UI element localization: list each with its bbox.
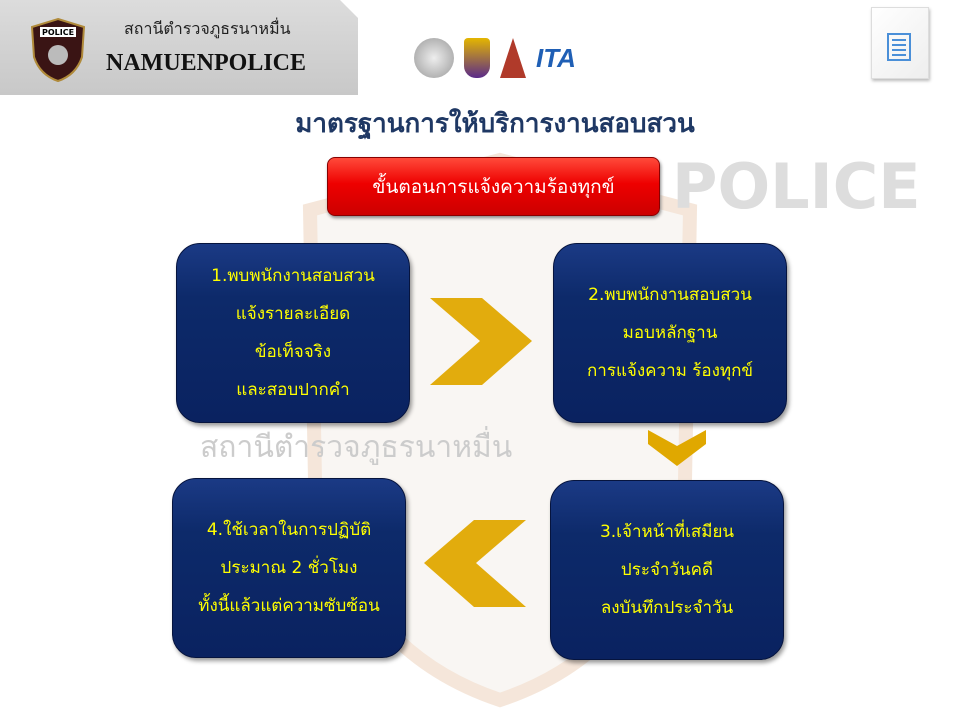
step-line: 1.พบพนักงานสอบสวน <box>211 266 375 286</box>
chevron-right-icon <box>430 298 532 385</box>
document-button[interactable] <box>871 7 929 79</box>
step-4-box: 4.ใช้เวลาในการปฏิบัติ ประมาณ 2 ชั่วโมง ท… <box>172 478 406 658</box>
step-line: ข้อเท็จจริง <box>254 342 332 362</box>
step-line: และสอบปากคำ <box>236 380 350 400</box>
step-line: ลงบันทึกประจำวัน <box>600 598 734 618</box>
step-line: ประจำวันคดี <box>620 560 714 580</box>
step-line: 2.พบพนักงานสอบสวน <box>588 285 752 305</box>
shield-emblem-icon <box>414 38 454 78</box>
step-line: ทั้งนี้แล้วแต่ความซับซ้อน <box>198 596 380 616</box>
station-thai-name: สถานีตำรวจภูธรนาหมื่น <box>124 19 291 38</box>
ita-logo: ITA <box>536 42 576 73</box>
page-title: มาตรฐานการให้บริการงานสอบสวน <box>295 109 695 139</box>
police-badge-logo: POLICE <box>30 17 86 83</box>
step-line: แจ้งรายละเอียด <box>235 304 351 324</box>
step-2-box: 2.พบพนักงานสอบสวน มอบหลักฐาน การแจ้งความ… <box>553 243 787 423</box>
step-line: มอบหลักฐาน <box>622 323 718 343</box>
station-english-name: NAMUENPOLICE <box>106 50 307 76</box>
step-line: 3.เจ้าหน้าที่เสมียน <box>599 522 735 542</box>
chevron-left-icon <box>424 520 526 607</box>
partner-logos: ITA <box>414 38 576 78</box>
badge-text: POLICE <box>42 28 74 37</box>
chevron-down-icon <box>648 430 706 466</box>
watermark-thai-text: สถานีตำรวจภูธรนาหมื่น <box>200 430 513 465</box>
process-banner: ขั้นตอนการแจ้งความร้องทุกข์ <box>327 157 660 216</box>
step-3-box: 3.เจ้าหน้าที่เสมียน ประจำวันคดี ลงบันทึก… <box>550 480 784 660</box>
site-header[interactable]: POLICE สถานีตำรวจภูธรนาหมื่น NAMUENPOLIC… <box>0 0 358 95</box>
ministry-emblem-icon <box>464 38 490 78</box>
document-icon <box>887 33 911 61</box>
step-1-box: 1.พบพนักงานสอบสวน แจ้งรายละเอียด ข้อเท็จ… <box>176 243 410 423</box>
temple-emblem-icon <box>500 38 526 78</box>
step-line: 4.ใช้เวลาในการปฏิบัติ <box>206 520 372 540</box>
step-line: การแจ้งความ ร้องทุกข์ <box>586 361 754 381</box>
watermark-police-text: POLICE <box>672 150 921 223</box>
step-line: ประมาณ 2 ชั่วโมง <box>220 558 358 578</box>
